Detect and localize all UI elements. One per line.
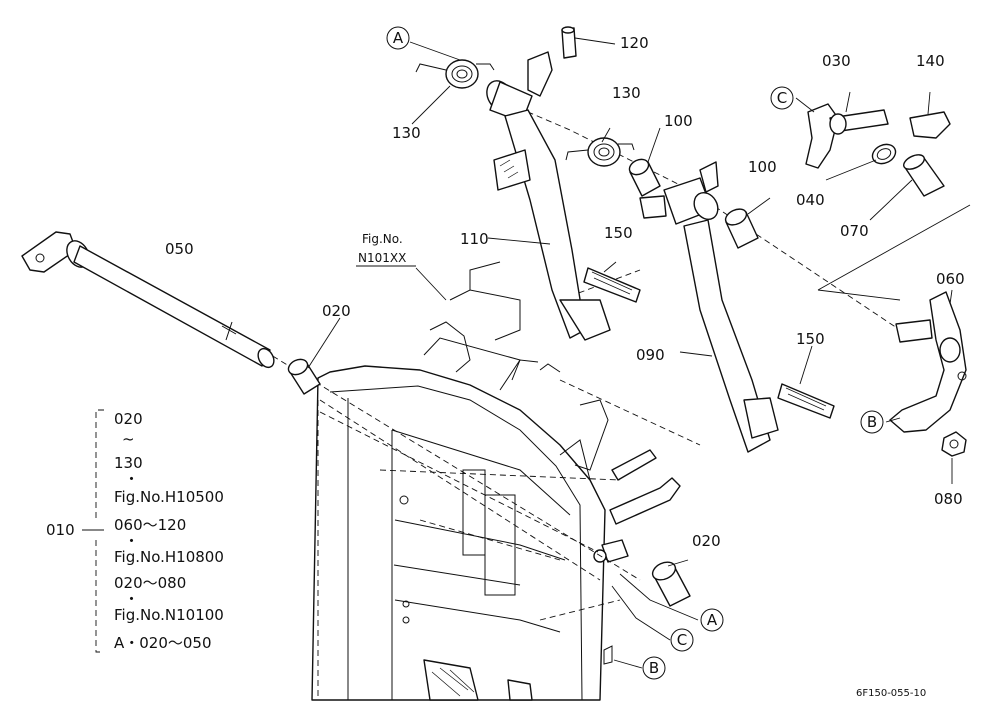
callout-c-bottom: C <box>670 628 694 652</box>
svg-text:B: B <box>649 659 659 677</box>
label-150-a: 150 <box>604 224 633 242</box>
pedal-arm-090 <box>639 161 779 453</box>
label-130-left: 130 <box>392 124 421 142</box>
pin-120 <box>561 26 577 59</box>
label-040: 040 <box>796 191 825 209</box>
label-020-top: 020 <box>322 302 351 320</box>
shaft-050 <box>21 231 275 369</box>
svg-text:・: ・ <box>124 470 139 488</box>
label-130-mid: 130 <box>612 84 641 102</box>
label-080: 080 <box>934 490 963 508</box>
nut-080 <box>941 431 967 457</box>
bushing-100-a <box>628 158 661 197</box>
leader-lines <box>307 37 953 669</box>
svg-text:C: C <box>777 89 787 107</box>
svg-text:060～120: 060～120 <box>114 516 186 534</box>
drawing-code: 6F150-055-10 <box>856 688 926 699</box>
label-020-bottom: 020 <box>692 532 721 550</box>
callout-b-left: B <box>860 410 884 434</box>
spring-130-left <box>415 59 495 89</box>
pedal-pad-150-a <box>583 267 641 303</box>
label-070: 070 <box>840 222 869 240</box>
bracket-030 <box>805 103 889 169</box>
svg-text:Fig.No.H10500: Fig.No.H10500 <box>114 488 224 506</box>
label-050: 050 <box>165 240 194 258</box>
frame-assembly <box>311 261 681 701</box>
label-100-b: 100 <box>748 158 777 176</box>
pedal-pad-150-b <box>777 383 835 419</box>
spring-130-mid <box>565 137 635 167</box>
pedal-arm-110 <box>486 51 611 341</box>
svg-text:Fig.No.H10800: Fig.No.H10800 <box>114 548 224 566</box>
label-120: 120 <box>620 34 649 52</box>
svg-text:N101XX: N101XX <box>358 251 406 265</box>
svg-text:Fig.No.: Fig.No. <box>362 232 403 246</box>
svg-text:130: 130 <box>114 454 143 472</box>
svg-text:A: A <box>707 611 718 629</box>
bracket-060 <box>889 291 967 433</box>
label-030: 030 <box>822 52 851 70</box>
callout-a-bottom: A <box>700 608 724 632</box>
callout-b-bottom: B <box>642 656 666 680</box>
svg-text:~: ~ <box>122 430 135 448</box>
label-010: 010 <box>46 521 75 539</box>
svg-text:020: 020 <box>114 410 143 428</box>
bushing-020-bottom <box>651 561 691 607</box>
svg-text:A・020～050: A・020～050 <box>114 634 212 652</box>
cap-140 <box>909 111 951 139</box>
svg-text:020～080: 020～080 <box>114 574 186 592</box>
label-060: 060 <box>936 270 965 288</box>
svg-text:B: B <box>867 413 877 431</box>
assembly-list: 010 020 ~ 130 ・ Fig.No.H10500 060～120 ・ … <box>46 409 224 653</box>
bushing-020-top <box>287 358 321 395</box>
collar-070 <box>903 154 945 197</box>
label-110: 110 <box>460 230 489 248</box>
figure-reference: Fig.No. N101XX <box>356 232 416 267</box>
svg-text:A: A <box>393 29 404 47</box>
callout-a-top: A <box>386 26 410 50</box>
bushing-100-b <box>724 208 759 249</box>
label-100-a: 100 <box>664 112 693 130</box>
svg-text:Fig.No.N10100: Fig.No.N10100 <box>114 606 224 624</box>
callout-c-top: C <box>770 86 794 110</box>
clip-040 <box>871 143 897 165</box>
label-150-b: 150 <box>796 330 825 348</box>
svg-text:・: ・ <box>124 590 139 608</box>
svg-text:C: C <box>677 631 687 649</box>
part-labels: 120 130 130 100 100 110 150 150 090 030 … <box>165 34 965 550</box>
svg-text:・: ・ <box>124 532 139 550</box>
label-090: 090 <box>636 346 665 364</box>
label-140: 140 <box>916 52 945 70</box>
